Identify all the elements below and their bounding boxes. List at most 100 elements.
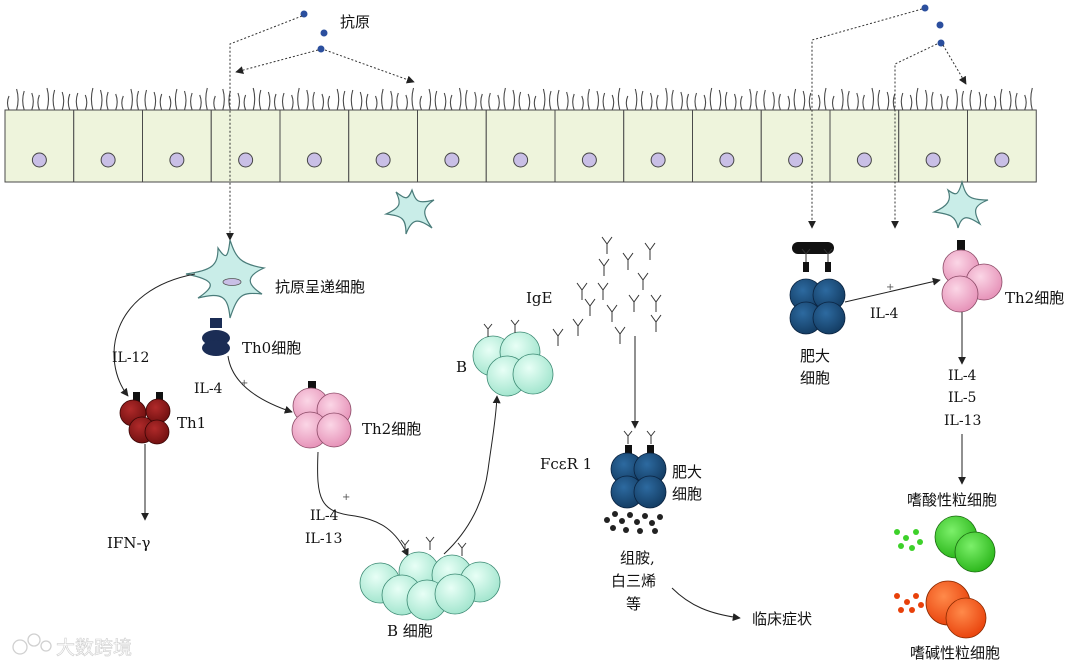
watermark-text: 大数跨境 <box>56 637 132 659</box>
epithelial-cell <box>967 109 1037 183</box>
ige-antibody-icon <box>650 294 662 312</box>
microvilli <box>488 87 552 111</box>
epithelial-cell <box>417 109 487 183</box>
basophil-granules <box>894 593 924 613</box>
watermark-logo-icon <box>12 633 52 655</box>
cell-nucleus <box>513 152 529 168</box>
cell-nucleus <box>994 152 1010 168</box>
epithelial-cell <box>898 109 968 183</box>
epithelial-cell <box>554 109 625 183</box>
mediator-granules <box>604 511 663 534</box>
antigen-particles <box>300 4 945 53</box>
microvilli <box>625 87 690 111</box>
microvilli <box>75 87 140 111</box>
epithelial-cell <box>485 109 556 183</box>
cell-nucleus <box>238 152 254 168</box>
mediators-to-symptoms-arrow <box>671 587 741 622</box>
ige-antibodies <box>552 236 662 346</box>
cell-nucleus <box>788 152 804 168</box>
epithelial-cell <box>760 109 831 183</box>
epithelial-cell <box>73 109 143 183</box>
dendritic-cell-epithelium <box>383 188 435 235</box>
microvilli <box>213 87 277 111</box>
microvilli <box>831 87 896 111</box>
b-cell-receptors-upper <box>483 319 520 337</box>
b-cell-cluster-upper <box>472 331 554 397</box>
th1-cell <box>119 392 171 445</box>
cell-nucleus <box>856 152 872 168</box>
cell-nucleus <box>719 152 735 168</box>
eosinophil-granules <box>894 529 923 551</box>
microvilli <box>694 87 758 111</box>
clinical-symptoms-label: 临床症状 <box>752 610 812 628</box>
apc-to-th1-arrow <box>113 273 196 397</box>
right-il4-label: IL-4 <box>948 368 977 384</box>
th0-to-th2-arrow <box>227 355 293 414</box>
microvilli <box>144 87 208 111</box>
epithelial-cell <box>4 109 75 183</box>
microvilli <box>419 87 483 111</box>
b-cell-cluster-bottom <box>359 551 501 621</box>
ige-antibody-icon <box>601 236 613 254</box>
right-il13-label: IL-13 <box>944 413 981 429</box>
cell-nucleus <box>444 152 460 168</box>
cell-nucleus <box>306 152 322 168</box>
mast-to-th2-arrow <box>844 277 941 303</box>
ifn-gamma-label: IFN-γ <box>107 534 151 552</box>
bcell-to-upper-b-arrow <box>443 395 501 555</box>
cell-nucleus <box>169 152 185 168</box>
il4-left-label: IL-4 <box>194 381 223 397</box>
ige-antibody-icon <box>628 294 640 312</box>
epithelium-layer <box>4 87 1037 183</box>
ige-antibody-icon <box>606 304 618 322</box>
mast-cell-middle <box>610 430 667 509</box>
antigen-presenting-cell <box>185 239 267 319</box>
antigen-label: 抗原 <box>340 13 370 31</box>
basophil-cell <box>925 580 987 639</box>
epithelial-cell <box>623 109 693 183</box>
cell-nucleus <box>100 152 116 168</box>
ige-antibody-icon <box>576 282 588 300</box>
il13-lower-label: IL-13 <box>305 531 342 547</box>
ige-antibody-icon <box>614 326 626 344</box>
cell-nucleus <box>925 152 941 168</box>
ige-antibody-icon <box>572 318 584 336</box>
microvilli <box>6 87 71 111</box>
ige-antibody-icon <box>650 314 662 332</box>
mast-right-label-1: 肥大 <box>800 347 830 365</box>
ige-antibody-icon <box>584 298 596 316</box>
epithelial-cell <box>348 109 418 183</box>
eosinophil-label: 嗜酸性粒细胞 <box>907 491 997 509</box>
watermark: 大数跨境 <box>12 633 132 659</box>
mast-middle-label-1: 肥大 <box>672 463 702 481</box>
mast-cell-right <box>789 242 846 335</box>
th2-cell-left <box>291 381 352 449</box>
ige-antibody-icon <box>637 272 649 290</box>
basophil-label: 嗜碱性粒细胞 <box>910 644 1000 662</box>
il4-right-label: IL-4 <box>870 306 899 322</box>
il12-label: IL-12 <box>112 350 149 366</box>
th2-left-label: Th2细胞 <box>362 420 421 438</box>
apc-label: 抗原呈递细胞 <box>275 278 365 296</box>
th0-label: Th0细胞 <box>242 339 301 357</box>
epithelial-cell <box>142 109 212 183</box>
cell-nucleus <box>31 152 47 168</box>
th2-right-label: Th2细胞 <box>1005 289 1064 307</box>
eosinophil-cell <box>934 515 996 573</box>
plus-sign-th2: + <box>240 378 248 389</box>
mediators-label-1: 组胺, <box>620 549 655 567</box>
th2-to-bcell-arrow <box>317 451 409 557</box>
epithelial-cell <box>829 109 900 183</box>
ige-antibody-icon <box>644 242 656 260</box>
mast-middle-label-2: 细胞 <box>672 485 702 503</box>
il4-lower-label: IL-4 <box>310 508 339 524</box>
microvilli <box>900 87 965 111</box>
microvilli <box>350 87 415 111</box>
microvilli <box>763 87 827 111</box>
ige-antibody-icon <box>597 282 609 300</box>
epithelial-cell <box>279 109 350 183</box>
dendritic-cell-epithelium-right <box>931 179 989 229</box>
antigen-paths <box>226 8 967 241</box>
plus-sign-b: + <box>342 492 350 503</box>
